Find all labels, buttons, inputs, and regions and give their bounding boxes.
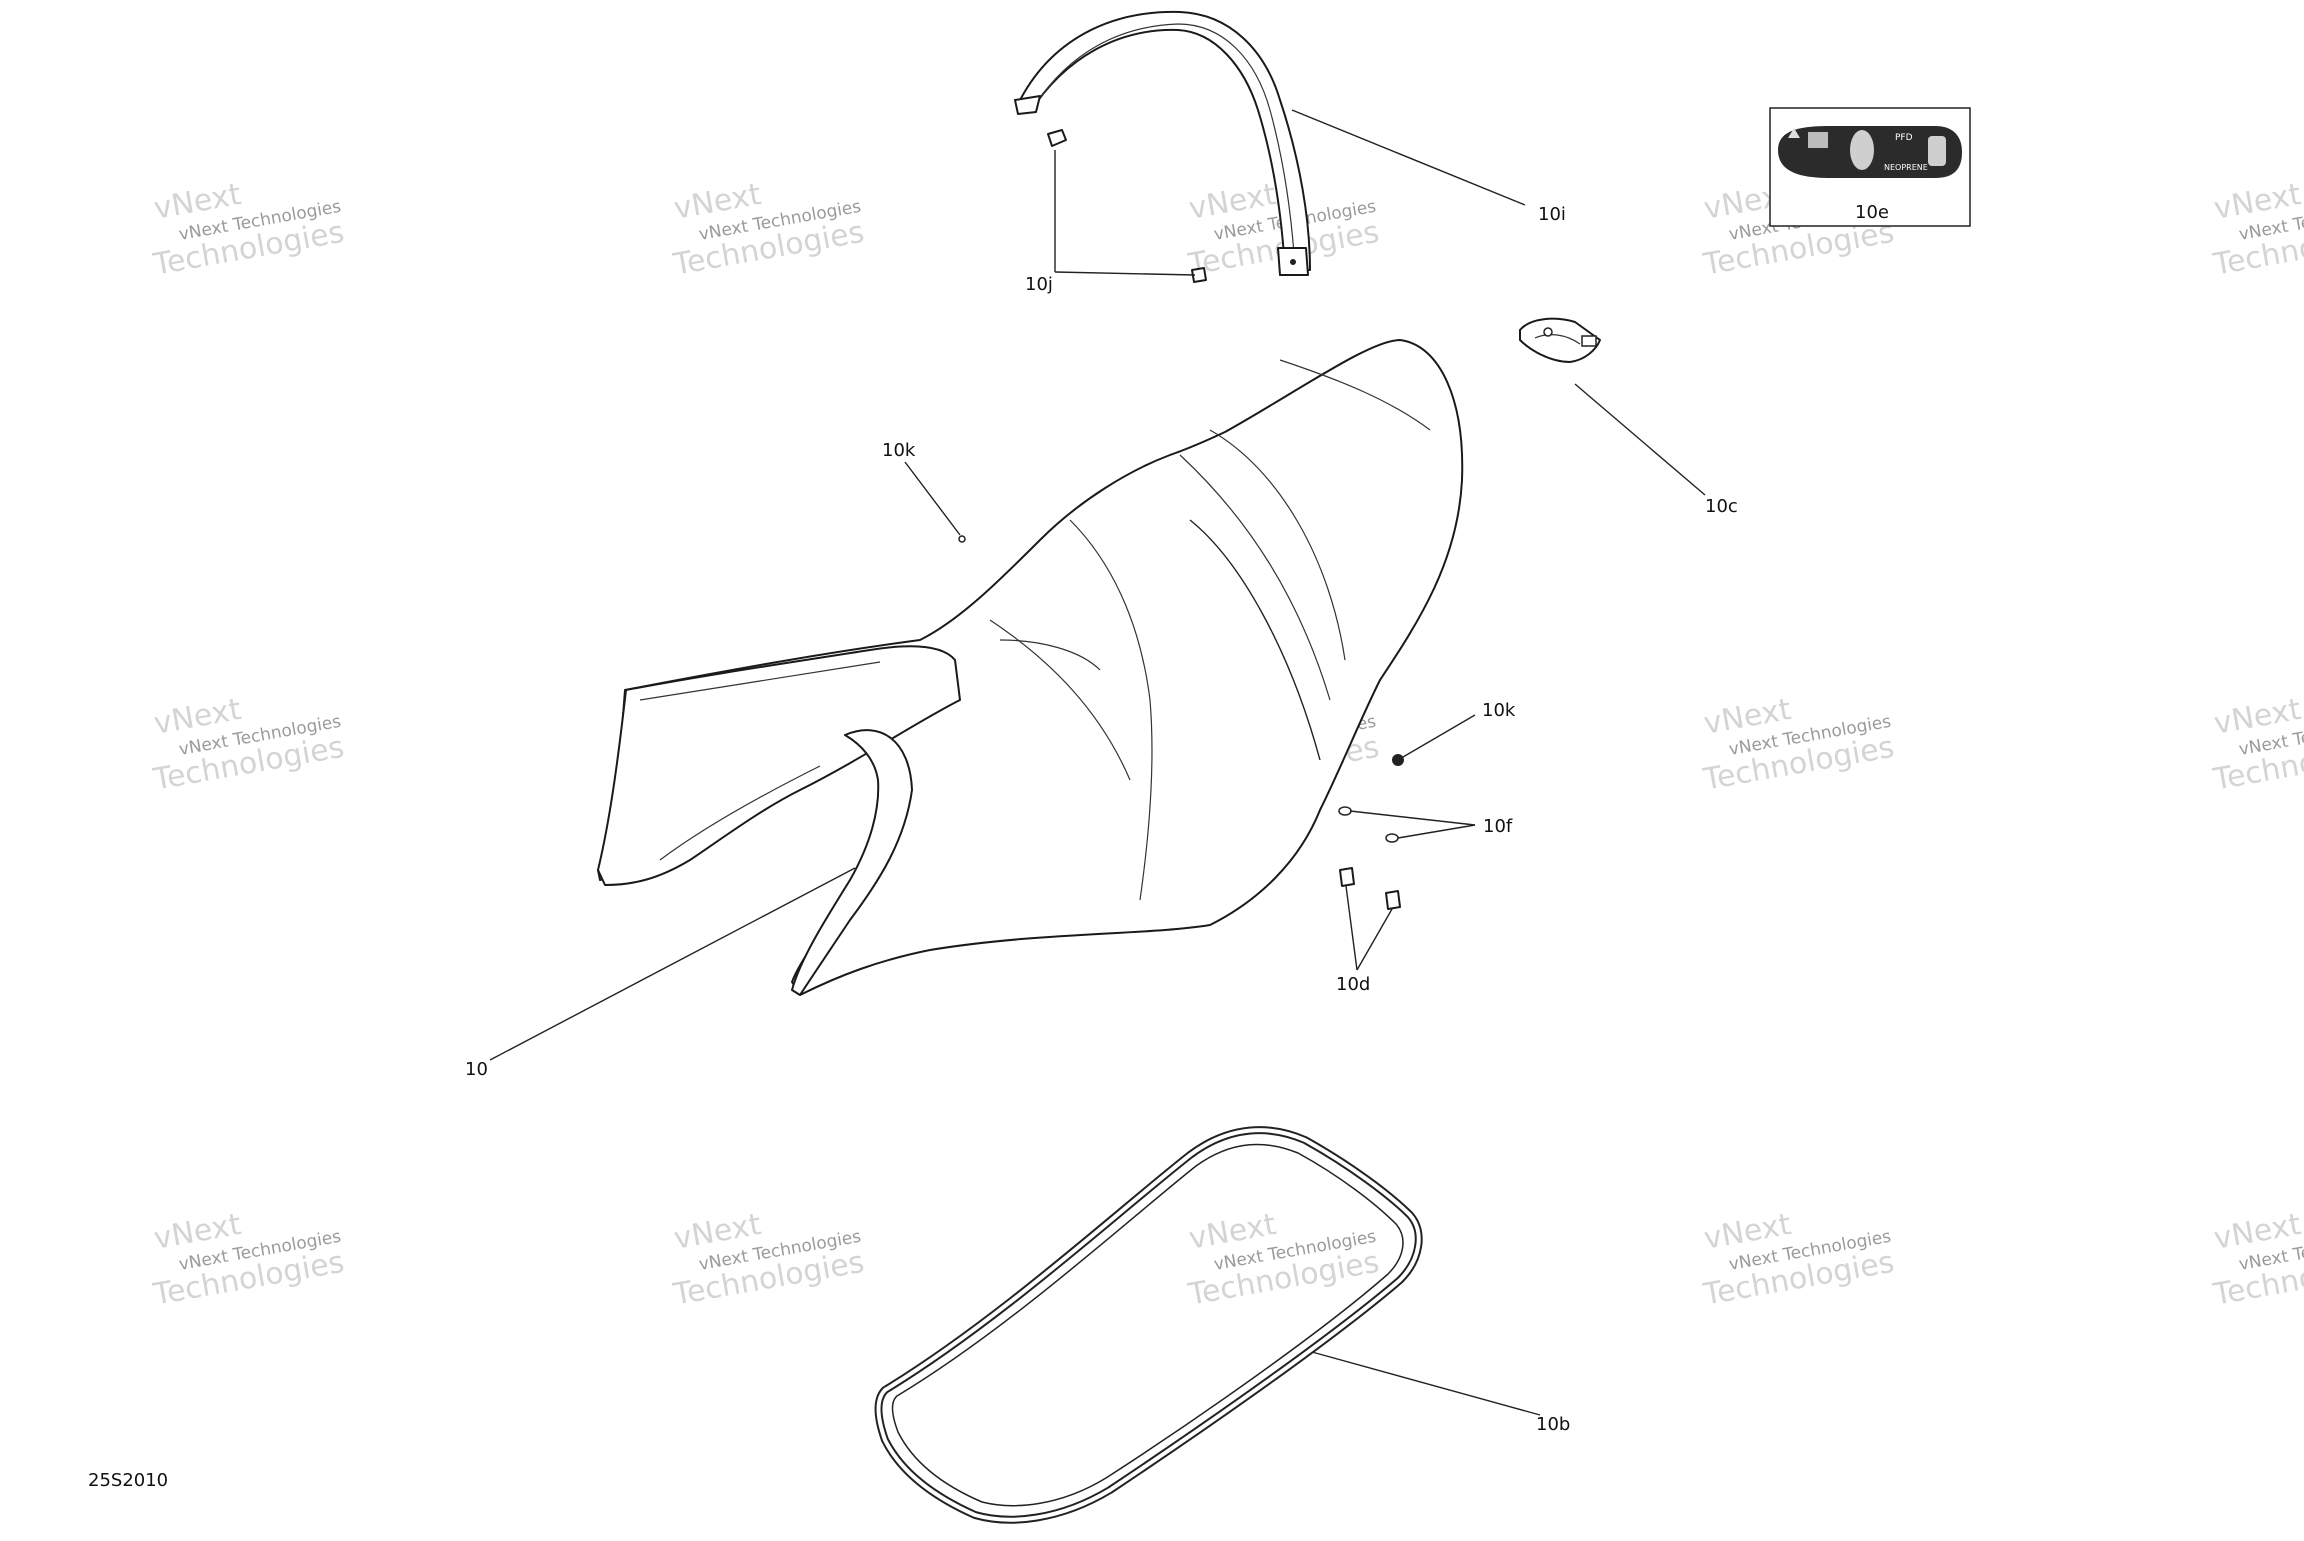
callout-10: 10 — [465, 1059, 488, 1080]
callout-10k-right: 10k — [1482, 700, 1516, 721]
part-10i-strap — [1014, 10, 1311, 276]
watermark: vNext vNext Technologies Technologies — [670, 177, 867, 283]
part-10j-screws — [1047, 129, 1207, 283]
part-10d-fastener — [1385, 890, 1401, 910]
callout-10f: 10f — [1483, 816, 1513, 837]
watermark: vNext vNext Technologies Technologies — [1700, 692, 1897, 798]
part-10d-fastener — [1339, 867, 1355, 887]
leader-lines — [489, 109, 1706, 1416]
part-10e-decal: PFD NEOPRENE — [1769, 107, 1971, 227]
part-10k-pin-right — [1392, 754, 1404, 766]
watermark: vNext vNext Technologies Technologies — [2210, 692, 2304, 798]
part-10-seat — [597, 339, 1464, 996]
callout-10i: 10i — [1538, 204, 1566, 225]
callout-10j: 10j — [1025, 274, 1053, 295]
callout-10d: 10d — [1336, 974, 1370, 995]
callouts: 10i 10e 10j 10k 10c 10k 10f 10d 10 10b — [465, 202, 1889, 1435]
watermark: vNext vNext Technologies Technologies — [150, 692, 347, 798]
callout-10k-top: 10k — [882, 440, 916, 461]
part-10b-seal — [874, 1126, 1423, 1524]
watermark: vNext vNext Technologies Technologies — [670, 1207, 867, 1313]
watermark: vNext vNext Technologies Technologies — [150, 1207, 347, 1313]
svg-text:NEOPRENE: NEOPRENE — [1884, 163, 1928, 172]
callout-10b: 10b — [1536, 1414, 1570, 1435]
part-10k-pin-top — [958, 535, 966, 543]
svg-text:PFD: PFD — [1895, 133, 1913, 143]
hardware-parts — [958, 535, 1404, 910]
watermark: vNext vNext Technologies Technologies — [1700, 1207, 1897, 1313]
callout-10e: 10e — [1855, 202, 1889, 223]
watermark: vNext vNext Technologies Technologies — [2210, 1207, 2304, 1313]
watermark: vNext vNext Technologies Technologies — [2210, 177, 2304, 283]
callout-10c: 10c — [1705, 496, 1738, 517]
watermark: vNext vNext Technologies Technologies — [1185, 1207, 1382, 1313]
part-10c-latch — [1519, 317, 1601, 363]
part-10f-washer — [1385, 833, 1399, 843]
watermark: vNext vNext Technologies Technologies — [150, 177, 347, 283]
part-10f-washer — [1338, 806, 1352, 816]
figure-code: 25S2010 — [88, 1470, 168, 1491]
